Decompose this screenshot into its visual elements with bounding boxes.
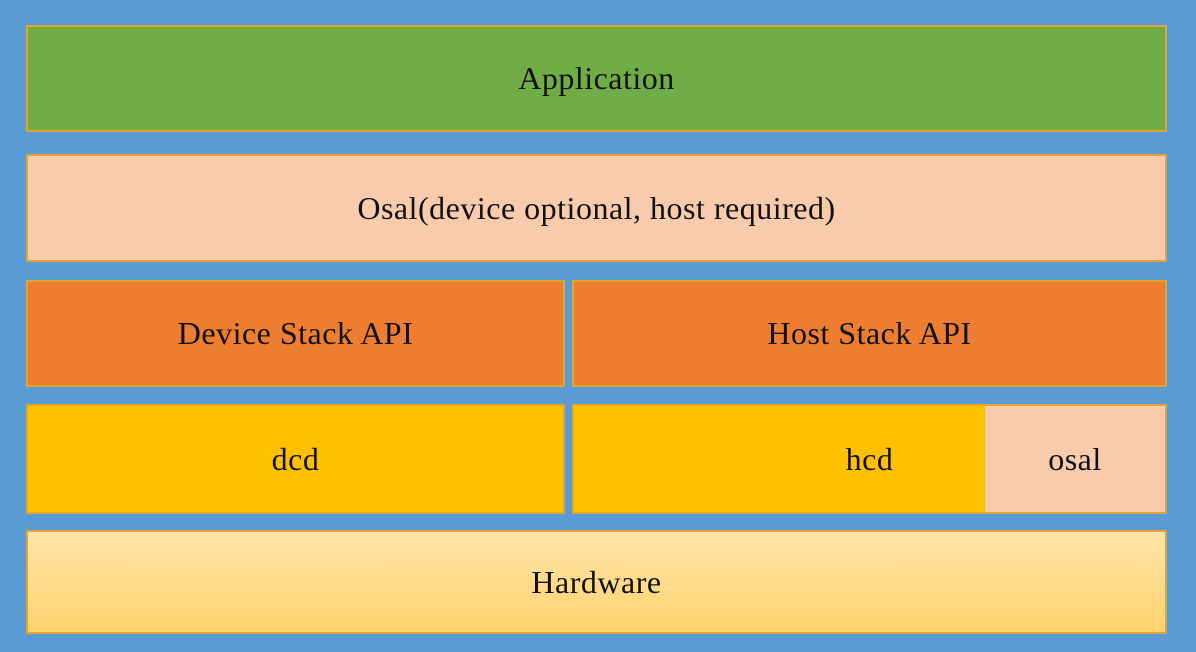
layer-osal: Osal(device optional, host required) [26, 154, 1167, 262]
dcd-label: dcd [271, 440, 320, 477]
osal-label: Osal(device optional, host required) [357, 189, 836, 226]
layer-hcd: hcd osal [572, 404, 1167, 514]
layer-application: Application [26, 25, 1167, 132]
layer-osal-sub: osal [985, 406, 1165, 512]
layer-dcd: dcd [26, 404, 565, 514]
layer-device-stack-api: Device Stack API [26, 280, 565, 387]
hardware-label: Hardware [531, 563, 662, 600]
osal-sub-label: osal [1048, 440, 1102, 477]
device-stack-api-label: Device Stack API [177, 315, 414, 351]
layer-hardware: Hardware [26, 530, 1167, 634]
host-stack-api-label: Host Stack API [767, 315, 972, 351]
layer-host-stack-api: Host Stack API [572, 280, 1167, 387]
hcd-label: hcd [845, 440, 894, 477]
application-label: Application [518, 60, 675, 96]
